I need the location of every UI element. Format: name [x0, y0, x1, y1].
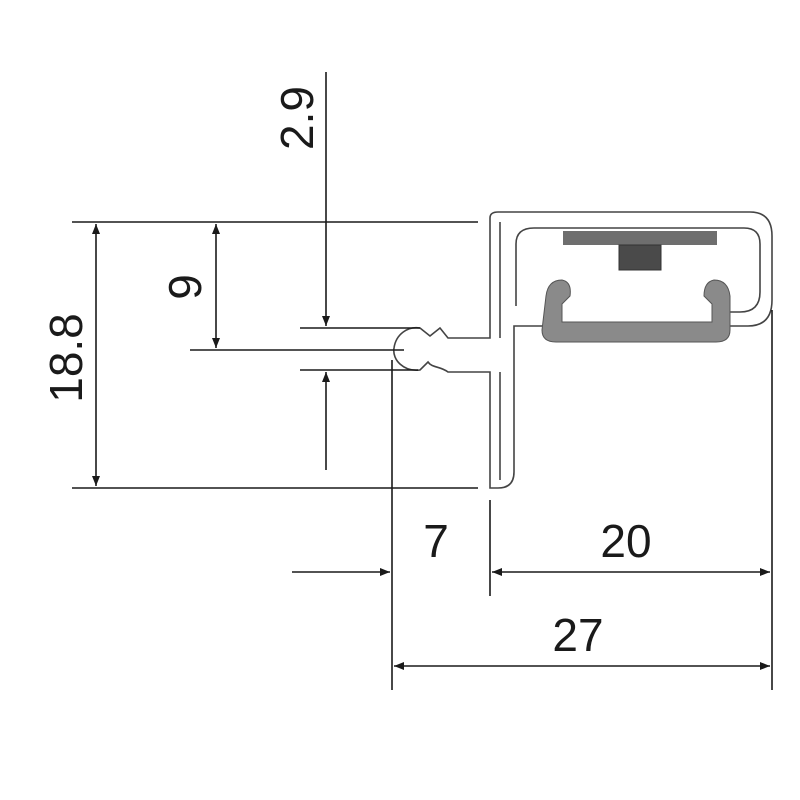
dim-label-total-width: 27 — [552, 609, 603, 661]
led-strip — [563, 231, 717, 271]
dimension-lines — [92, 72, 770, 670]
diffuser-lens — [541, 279, 731, 343]
extension-lines — [72, 221, 773, 690]
led-strip-board — [563, 231, 717, 245]
dim-label-offset: 9 — [159, 274, 211, 300]
aluminium-profile — [393, 211, 773, 489]
dim-label-height: 18.8 — [40, 313, 92, 403]
dim-label-left-width: 7 — [423, 515, 449, 567]
led-chip — [618, 244, 662, 271]
dimension-labels: 2.9 9 18.8 7 20 27 — [40, 86, 652, 661]
dim-label-inner-width: 20 — [600, 515, 651, 567]
dim-label-gap: 2.9 — [271, 86, 323, 150]
